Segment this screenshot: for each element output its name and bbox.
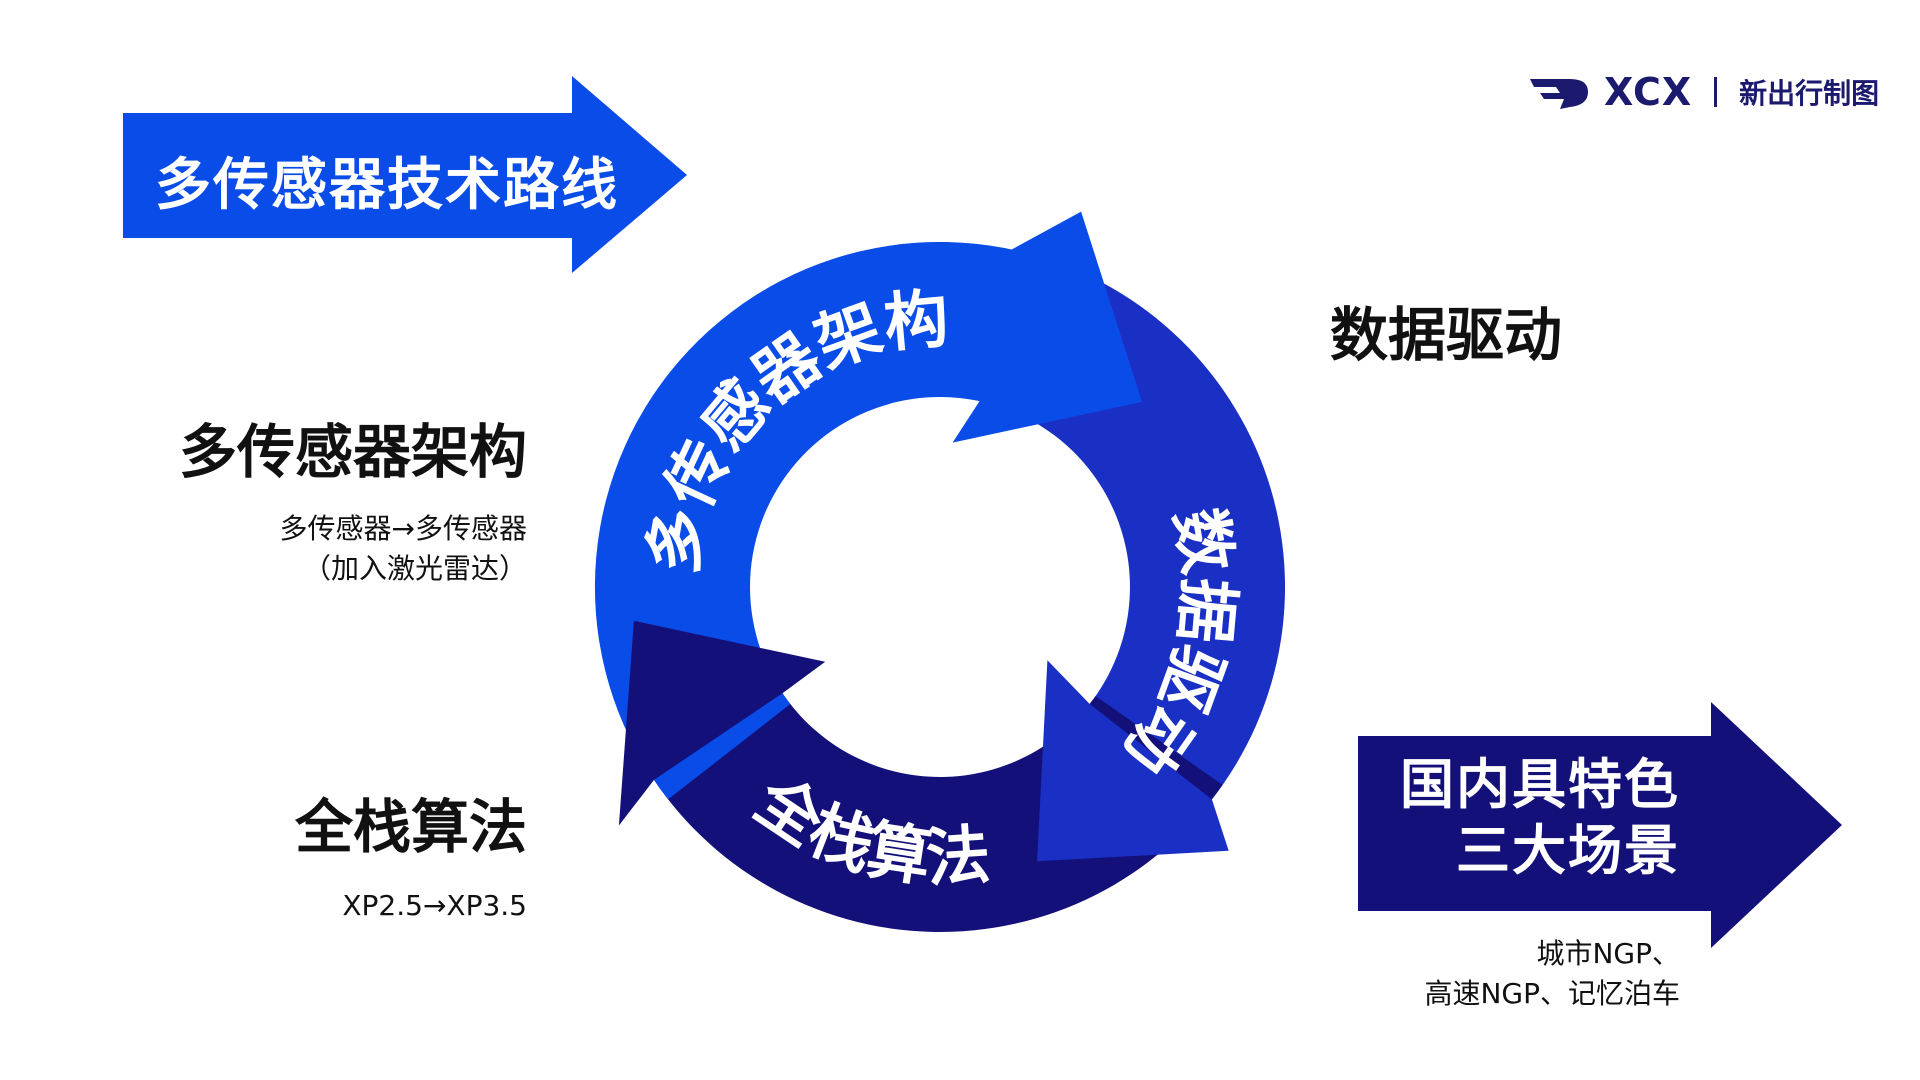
bottom-arrow-line2: 三大场景 [1456,819,1680,882]
top-arrow-shape [123,76,687,273]
cycle-arrow-algorithm-head [618,620,826,826]
architecture-heading: 多传感器架构 [178,418,527,486]
bottom-arrow-label: 国内具特色 三大场景 [1380,752,1680,884]
scenarios-sub2: 高速NGP、记忆泊车 [1424,977,1680,1010]
data-driven-heading: 数据驱动 [1330,301,1563,369]
cycle-arrow-data-driven-head [1037,660,1229,862]
cycle-ring [594,211,1286,933]
architecture-sub1: 多传感器→多传感器 [279,512,527,545]
architecture-sub2: （加入激光雷达） [302,552,527,585]
bottom-arrow-line1: 国内具特色 [1400,753,1680,816]
scenarios-block: 城市NGP、 高速NGP、记忆泊车 [1300,934,1680,1014]
bottom-arrow-shape [1358,702,1842,948]
algorithm-block: 全栈算法 XP2.5→XP3.5 [150,780,527,926]
logo-word: XCX [1604,70,1693,114]
architecture-block: 多传感器架构 多传感器→多传感器 （加入激光雷达） [150,405,527,589]
algorithm-heading: 全栈算法 [294,793,527,861]
algorithm-sub1: XP2.5→XP3.5 [342,889,527,922]
logo-tagline: 新出行制图 [1739,77,1880,110]
top-arrow-label: 多传感器技术路线 [155,153,619,218]
brand-logo: XCX 新出行制图 [1530,70,1879,114]
cycle-arrow-architecture-head [952,211,1142,443]
logo-wing-icon [1530,79,1588,109]
scenarios-sub1: 城市NGP、 [1536,937,1680,970]
logo-divider [1714,77,1718,107]
